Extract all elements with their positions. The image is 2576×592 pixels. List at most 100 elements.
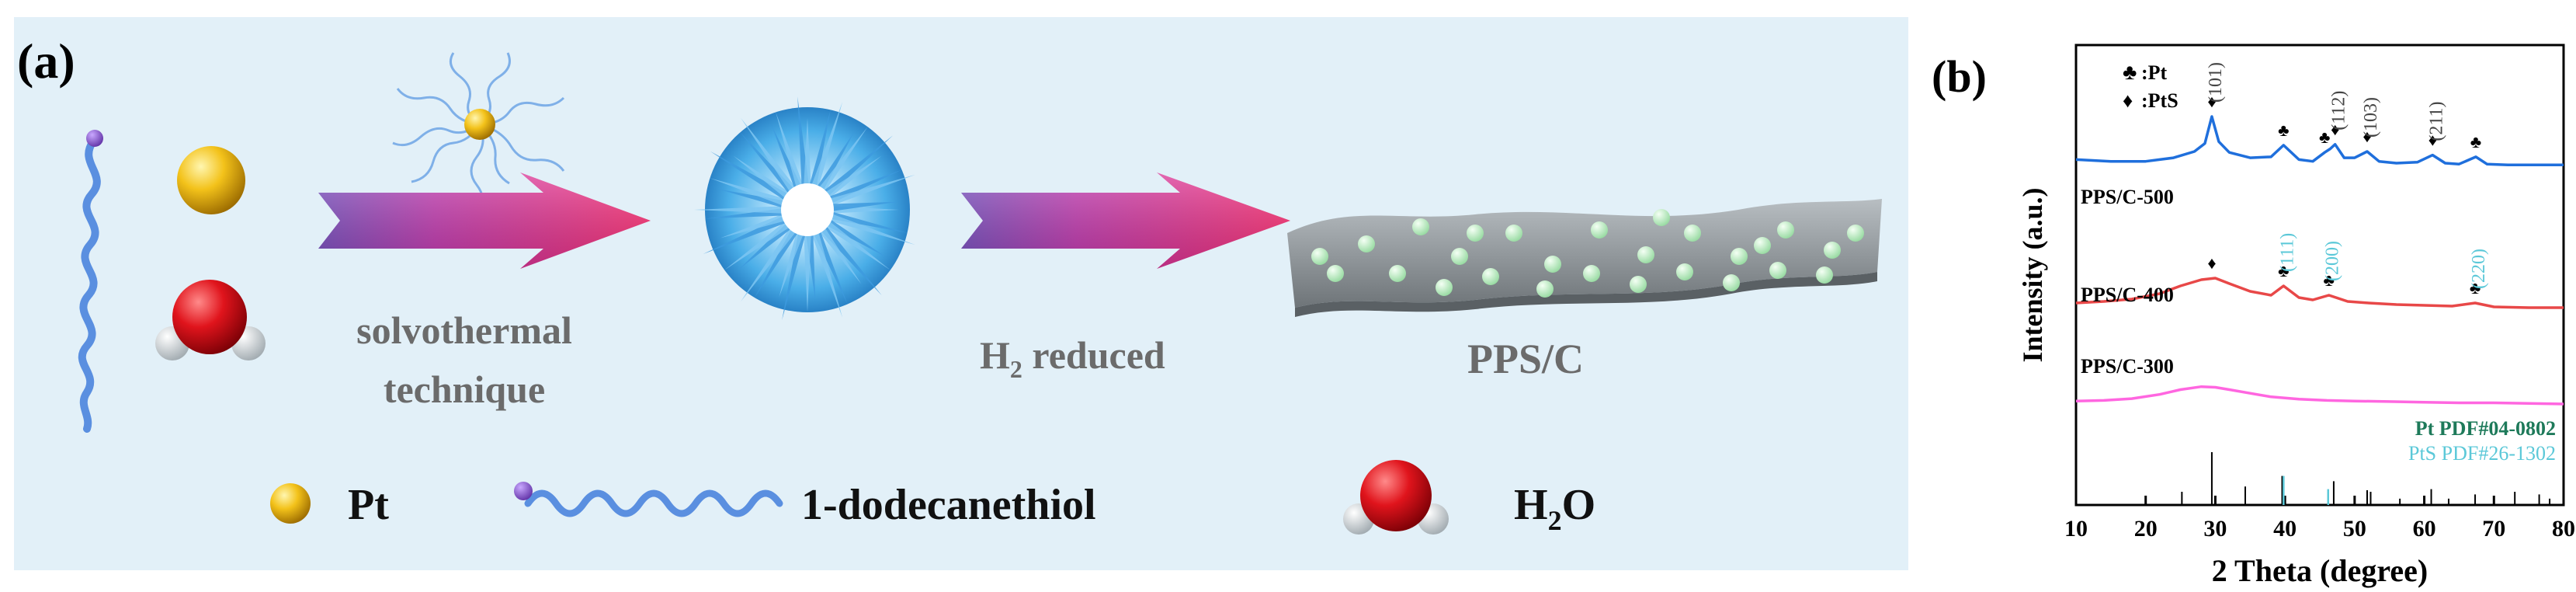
- pt-particle: [1723, 274, 1740, 291]
- pt-particle: [1311, 248, 1328, 265]
- flower-petal: [720, 213, 787, 239]
- pt-particle: [1847, 225, 1864, 242]
- pt-particle: [1777, 221, 1794, 239]
- flower-petal: [824, 155, 882, 200]
- flower-petal: [822, 135, 894, 198]
- pt-particle: [1482, 268, 1499, 285]
- thiol-capped-pt-icon: [392, 52, 565, 212]
- pt-particles-icon: [1311, 209, 1864, 298]
- series-line-pps-c-400: [2075, 277, 2564, 309]
- club-marker-icon: ♣: [2319, 127, 2330, 147]
- x-tick-label: 70: [2482, 516, 2505, 542]
- legend-thiol-label: 1-dodecanethiol: [801, 481, 1096, 529]
- pt-particle: [1536, 280, 1554, 298]
- legend-pts-text: :PtS: [2141, 89, 2178, 112]
- diamond-marker-icon: ♦: [2207, 253, 2216, 273]
- pt-particle: [1816, 266, 1833, 284]
- legend-water-label: H2O: [1514, 481, 1595, 536]
- flower-petal: [733, 155, 791, 200]
- pt-particle: [1684, 225, 1701, 242]
- pt-particle: [1769, 262, 1786, 279]
- pt-particle: [1389, 265, 1406, 282]
- pt-particle: [1451, 248, 1468, 265]
- flower-petal: [779, 230, 804, 298]
- flower-petal: [818, 226, 862, 284]
- flower-petal: [754, 227, 799, 298]
- pt-particle: [1653, 209, 1670, 226]
- legend-pt-icon: [270, 483, 311, 524]
- pt-particle: [1327, 265, 1344, 282]
- flower-petal: [782, 231, 806, 321]
- product-label: PPS/C: [1467, 336, 1584, 382]
- diamond-marker-icon: ♦: [2207, 92, 2216, 111]
- x-tick-label: 20: [2134, 516, 2158, 542]
- legend-diamond-icon: ♦: [2123, 89, 2133, 112]
- xrd-panel: (b) ♣ :Pt ♦ :PtS Intensity (a.u.) 2 Thet…: [1925, 0, 2576, 588]
- xrd-chart: (b) ♣ :Pt ♦ :PtS Intensity (a.u.) 2 Thet…: [1932, 44, 2575, 588]
- series-label: PPS/C-300: [2081, 355, 2174, 378]
- legend-water-icon: [1343, 460, 1449, 535]
- peak-label: (112): [2329, 91, 2349, 131]
- legend-pt-label: Pt: [348, 481, 389, 529]
- pt-particle: [1637, 246, 1654, 263]
- peak-label: (220): [2469, 249, 2489, 289]
- pt-particle: [1412, 218, 1429, 235]
- flower-petal: [710, 151, 790, 201]
- flower-petal: [710, 178, 787, 207]
- peak-label: (103): [2361, 97, 2381, 138]
- water-molecule-icon: [155, 280, 266, 360]
- series-label: PPS/C-400: [2081, 284, 2174, 306]
- schematic-svg: (a) solvothermal technique H2 reduc: [14, 17, 1908, 570]
- flower-petal: [724, 220, 791, 270]
- club-marker-icon: ♣: [2278, 120, 2289, 140]
- x-axis-label: 2 Theta (degree): [2212, 553, 2428, 588]
- peak-label: (101): [2206, 62, 2226, 103]
- flower-petal: [818, 127, 868, 193]
- flower-petal: [824, 220, 890, 270]
- process-arrow-2: [961, 172, 1290, 269]
- peak-label: (200): [2323, 241, 2343, 281]
- legend-pt-text: :Pt: [2141, 61, 2168, 84]
- flower-petal: [776, 112, 804, 190]
- flower-petal: [816, 131, 855, 193]
- schematic-panel: (a) solvothermal technique H2 reduc: [14, 17, 1908, 570]
- panel-b-label: (b): [1932, 51, 1987, 102]
- plot-frame: [2074, 44, 2565, 507]
- diamond-marker-icon: ♦: [2362, 127, 2371, 146]
- club-marker-icon: ♣: [2470, 278, 2481, 298]
- flower-petal: [819, 225, 882, 296]
- flower-petal: [740, 132, 796, 195]
- peak-label: (111): [2277, 233, 2297, 272]
- pt-particle: [1467, 225, 1484, 242]
- x-tick-label: 30: [2203, 516, 2227, 542]
- ref-pts-label: PtS PDF#26-1302: [2408, 442, 2556, 465]
- flower-petal: [804, 118, 811, 187]
- nanoflower-icon: [694, 96, 915, 321]
- flower-petal: [811, 102, 843, 190]
- diamond-marker-icon: ♦: [2428, 131, 2437, 150]
- pt-sphere-icon: [177, 146, 245, 214]
- club-marker-icon: ♣: [2470, 132, 2481, 151]
- pt-particle: [1630, 276, 1647, 293]
- flower-petal: [828, 174, 915, 207]
- flower-petal: [828, 211, 908, 233]
- flower-petal: [718, 189, 786, 208]
- flower-petal: [828, 213, 915, 246]
- pt-particle: [1731, 248, 1748, 265]
- x-tick-label: 60: [2413, 516, 2436, 542]
- series-label: PPS/C-500: [2081, 186, 2174, 208]
- pt-particle: [1544, 256, 1561, 273]
- pt-particle: [1591, 221, 1608, 239]
- flower-petal: [694, 206, 785, 214]
- legend-club-icon: ♣: [2123, 61, 2137, 85]
- pt-particle: [1676, 263, 1693, 280]
- flower-petal: [741, 117, 797, 193]
- step1-label-line1: solvothermal: [356, 308, 572, 352]
- step2-label: H2 reduced: [980, 333, 1165, 383]
- pt-particle: [1754, 237, 1771, 254]
- club-marker-icon: ♣: [2278, 261, 2289, 280]
- pt-particle: [1583, 265, 1600, 282]
- flower-petal: [809, 110, 831, 189]
- peak-label: (211): [2426, 102, 2446, 141]
- flower-petal: [811, 230, 843, 318]
